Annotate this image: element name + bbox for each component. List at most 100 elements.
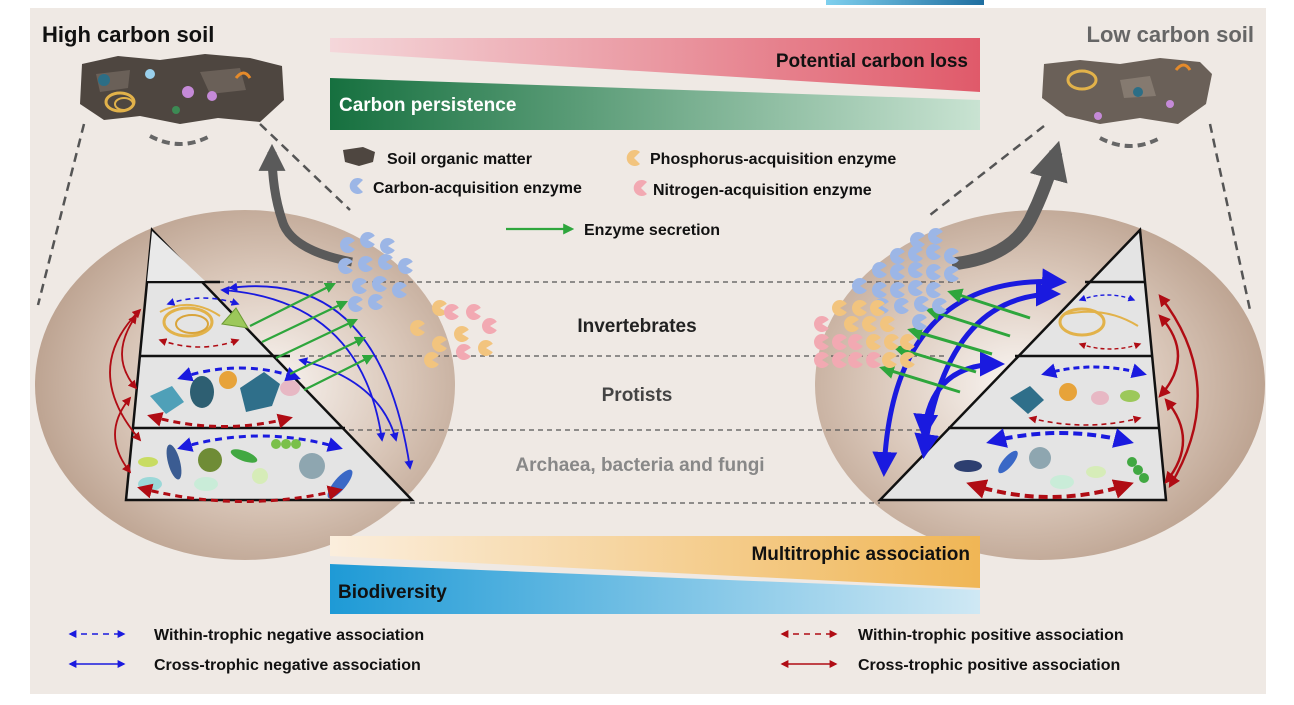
nitrogen-enzyme [466, 304, 481, 320]
carbon-enzyme [377, 253, 393, 270]
right-cross-positive [1158, 294, 1199, 489]
legend-within-neg: Within-trophic negative association [154, 627, 424, 644]
carbon-enzyme [912, 314, 927, 330]
nitrogen-enzyme [848, 334, 863, 350]
phosphorus-enzyme [478, 340, 493, 356]
nitrogen-enzyme-icon [633, 179, 647, 196]
phosphorus-enzyme-icon [626, 149, 640, 166]
phosphorus-enzyme [453, 326, 469, 342]
legend-cross-pos: Cross-trophic positive association [858, 657, 1120, 674]
invertebrates-label: Invertebrates [577, 316, 696, 337]
carbon-enzyme [907, 280, 923, 296]
right-invert-within-neg [1078, 294, 1136, 302]
phosphorus-enzyme [852, 300, 867, 316]
phosphorus-enzyme [432, 300, 447, 316]
carbon-enzyme [909, 232, 925, 249]
carbon-loss-label: Potential carbon loss [776, 51, 968, 72]
carbon-enzyme [927, 228, 943, 244]
right-carbon-flux-arrow [951, 140, 1068, 271]
right-microbe-within-pos [966, 479, 1134, 499]
zoom-lines [36, 123, 1252, 311]
right-invert-within-pos [1078, 342, 1142, 350]
carbon-enzyme [890, 248, 905, 264]
nitrogen-enzyme [866, 352, 881, 368]
trophic-separators [210, 281, 960, 504]
right-cross-negative [872, 268, 1067, 477]
nitrogen-enzyme [482, 318, 497, 334]
left-cross-positive [109, 308, 142, 474]
legend-carbon: Carbon-acquisition enzyme [373, 180, 582, 197]
carbon-enzyme-icon [349, 177, 363, 194]
carbon-enzyme [890, 264, 905, 280]
zoom-bracket-left [149, 134, 211, 146]
phosphorus-enzyme [869, 300, 885, 316]
legend-bottom: Within-trophic negative association Cros… [68, 627, 1124, 674]
carbon-enzyme [347, 296, 363, 312]
carbon-enzyme [894, 298, 909, 314]
carbon-enzyme [352, 278, 367, 294]
soil-clump-right [1042, 58, 1212, 124]
left-invert-within-pos [158, 338, 240, 348]
legend-within-pos: Within-trophic positive association [858, 627, 1124, 644]
multitrophic-wedge [330, 536, 980, 588]
legend-top: Soil organic matter Phosphorus-acquisiti… [343, 147, 896, 239]
carbon-enzyme [944, 266, 959, 282]
carbon-enzyme [368, 294, 383, 310]
nitrogen-enzyme [848, 352, 863, 368]
nitrogen-enzyme [814, 334, 829, 350]
high-carbon-title: High carbon soil [42, 22, 214, 47]
nitrogen-enzyme [455, 344, 471, 360]
carbon-enzyme [372, 276, 387, 292]
carbon-enzyme [359, 232, 375, 249]
nitrogen-enzyme [814, 352, 829, 368]
multitrophic-label: Multitrophic association [751, 544, 970, 565]
carbon-enzyme [914, 296, 929, 312]
phosphorus-enzyme [866, 334, 881, 350]
carbon-enzyme [339, 237, 355, 253]
phosphorus-enzyme [884, 334, 899, 350]
phosphorus-enzyme [831, 300, 847, 316]
carbon-enzyme [926, 282, 941, 298]
phosphorus-enzyme [899, 352, 915, 368]
phosphorus-enzyme [844, 316, 859, 332]
legend-som: Soil organic matter [387, 151, 532, 168]
nitrogen-enzyme [444, 304, 459, 320]
carbon-enzyme [890, 282, 905, 298]
nitrogen-enzyme [831, 352, 847, 368]
carbon-enzyme [398, 258, 413, 274]
biodiversity-label: Biodiversity [338, 582, 447, 603]
carbon-enzyme [852, 278, 867, 294]
phosphorus-enzyme [432, 336, 447, 352]
low-carbon-title: Low carbon soil [1087, 22, 1254, 47]
microbes-label: Archaea, bacteria and fungi [515, 455, 764, 476]
carbon-enzyme [908, 246, 923, 262]
carbon-persistence-wedge [330, 78, 980, 130]
phosphorus-enzyme [861, 316, 877, 332]
carbon-enzyme [926, 264, 941, 280]
nitrogen-enzyme [814, 316, 829, 332]
biodiversity-wedge [330, 564, 980, 614]
protists-label: Protists [602, 385, 673, 406]
carbon-enzyme [907, 262, 923, 278]
legend-phosphorus: Phosphorus-acquisition enzyme [650, 151, 896, 168]
nitrogen-enzyme [831, 334, 847, 350]
carbon-enzyme [392, 282, 407, 298]
left-enzyme-secretion [249, 283, 374, 391]
soil-clump-left [80, 54, 284, 124]
carbon-enzyme [872, 282, 887, 298]
phosphorus-enzyme [899, 334, 915, 350]
carbon-enzyme [872, 262, 887, 278]
right-enzyme-secretion [879, 288, 1031, 394]
left-carbon-flux-arrow [258, 143, 353, 267]
phosphorus-enzyme [882, 352, 897, 368]
enzyme-layer [337, 228, 959, 368]
carbon-enzyme [926, 244, 941, 260]
carbon-enzyme [379, 238, 395, 254]
zoom-bracket-right [1099, 136, 1161, 148]
phosphorus-enzyme [410, 320, 425, 336]
carbon-persistence-label: Carbon persistence [339, 95, 516, 116]
carbon-loss-wedge [330, 38, 980, 92]
carbon-enzyme [932, 298, 947, 314]
